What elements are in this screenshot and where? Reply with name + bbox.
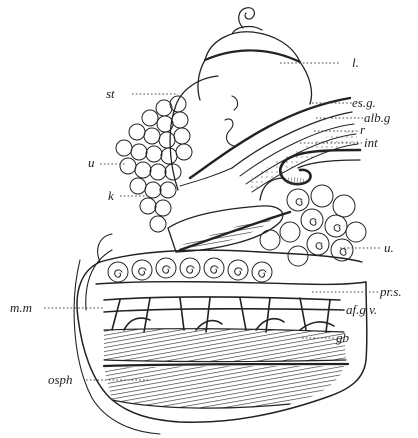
pulmonary-vessels (104, 297, 344, 332)
label-es-g: es.g. (352, 95, 376, 110)
label-st: st (106, 86, 115, 101)
hatched-zone-upper (104, 329, 346, 362)
hatched-zone-lower (104, 364, 348, 408)
label-af-g-v: af.g v. (346, 302, 377, 317)
shell-apex (232, 8, 262, 34)
gonad-cluster-left (116, 96, 192, 232)
label-gb: gb (336, 330, 350, 345)
label-u-right: u. (384, 240, 394, 255)
label-l: l. (352, 55, 359, 70)
label-k: k (108, 188, 114, 203)
label-int: int (364, 135, 378, 150)
label-alb-g: alb.g (364, 110, 391, 125)
label-pr-s: pr.s. (379, 284, 402, 299)
label-m-m: m.m (10, 300, 32, 315)
spiral-row (96, 250, 366, 284)
label-u-left: u (88, 155, 95, 170)
liver-whorls (170, 32, 350, 190)
kidney (168, 206, 290, 252)
label-osph: osph (48, 372, 73, 387)
